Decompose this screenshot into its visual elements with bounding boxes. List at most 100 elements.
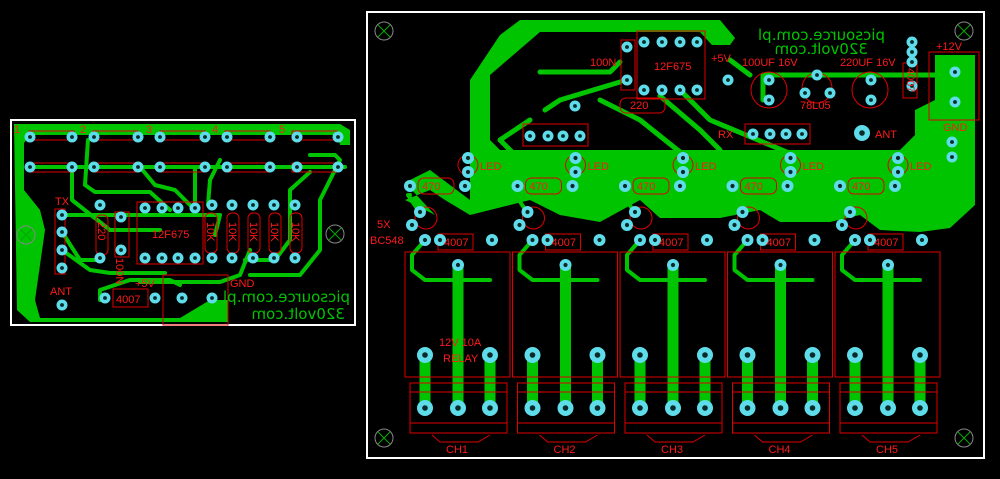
pad (697, 400, 713, 416)
diode-label: 4007 (552, 237, 576, 249)
pad (268, 252, 280, 264)
pad (56, 226, 68, 238)
led-label: LED (588, 161, 609, 173)
pad (524, 347, 541, 363)
pad (593, 234, 606, 246)
pad (649, 234, 661, 246)
pad (559, 259, 572, 271)
channel-label: CH5 (876, 444, 898, 456)
ic-label: 12F675 (654, 61, 691, 73)
pad (691, 84, 703, 96)
channels: 4704007LEDCH14704007LEDCH24704007LEDCH34… (404, 152, 941, 456)
pad (419, 234, 431, 246)
mount-hole-right (325, 224, 345, 244)
pad (332, 161, 344, 173)
pad (206, 292, 218, 304)
channel-label: CH3 (661, 444, 683, 456)
pad (56, 209, 68, 221)
led-label: LED (803, 161, 824, 173)
pad (156, 252, 168, 264)
pad (569, 152, 582, 164)
gnd-label: GND (943, 122, 968, 134)
transmitter-board: 1 2 3 4 5 TX ANT 220 100N 12F675 10K 10K… (10, 119, 356, 326)
pad (808, 234, 821, 246)
pad (674, 84, 686, 96)
pad (414, 206, 426, 218)
mount-hole (374, 21, 394, 41)
mount-hole (954, 21, 974, 41)
right-pads (524, 36, 961, 163)
pad (728, 219, 741, 231)
pad (206, 252, 218, 264)
resistor-10k-label: 10K (226, 222, 238, 242)
pad (892, 166, 904, 178)
plus12v-label: +12V (936, 41, 963, 53)
left-pads (24, 131, 344, 311)
relay-label: RELAY (443, 353, 479, 365)
capacitor-220uf-label: 220UF 16V (840, 57, 896, 69)
channel-number: 3 (146, 124, 152, 136)
pad (619, 180, 631, 192)
pad (199, 131, 211, 143)
pad (462, 152, 474, 164)
pad (632, 347, 648, 363)
pad (482, 400, 498, 416)
pad (247, 199, 259, 211)
pad (332, 131, 344, 143)
resistor-10k-label: 10K (204, 222, 216, 242)
pad (221, 131, 233, 143)
pad (804, 400, 821, 416)
pad (172, 202, 184, 214)
diode-label: 4007 (659, 237, 683, 249)
pad (462, 166, 474, 178)
pad (726, 180, 739, 192)
ic-label: 12F675 (152, 229, 189, 241)
pad (784, 166, 797, 178)
pad (736, 206, 749, 218)
diode-label: 4007 (444, 237, 468, 249)
pad (88, 131, 100, 143)
transistor-label: BC548 (370, 235, 404, 247)
pad (764, 128, 776, 140)
pad (247, 252, 259, 264)
pad (741, 234, 754, 246)
pad (291, 161, 303, 173)
resistor-470-label: 470 (745, 181, 763, 193)
pad (264, 131, 276, 143)
resistor-470-label: 470 (637, 181, 655, 193)
pad (486, 234, 498, 246)
channel-label: CH2 (554, 444, 576, 456)
pad (701, 234, 713, 246)
pad (784, 152, 797, 164)
pad (634, 234, 646, 246)
channel-silkscreen (619, 154, 726, 443)
pad (756, 234, 769, 246)
pad (949, 96, 961, 108)
pad (763, 94, 775, 106)
pad (854, 125, 870, 141)
diode-label: 4007 (767, 237, 791, 249)
pad (226, 252, 238, 264)
pad (199, 161, 211, 173)
plus5v-label: +5V (135, 278, 156, 290)
pad (132, 161, 144, 173)
pad (139, 252, 151, 264)
resistor-10k-label: 10K (268, 222, 280, 242)
pad (780, 128, 792, 140)
pad (206, 199, 218, 211)
pad (844, 206, 856, 218)
site-text-mirrored: picsource.com.pl (223, 288, 350, 306)
relay-rating: 12V 10A (439, 337, 482, 349)
pad (847, 400, 863, 416)
mount-hole (954, 428, 974, 448)
pad (189, 202, 201, 214)
pad (865, 94, 877, 106)
pad (94, 199, 106, 211)
pad (906, 46, 918, 58)
pad (667, 259, 679, 271)
pad (56, 244, 68, 256)
pad (66, 161, 78, 173)
pad (289, 252, 301, 264)
pad (906, 56, 918, 68)
